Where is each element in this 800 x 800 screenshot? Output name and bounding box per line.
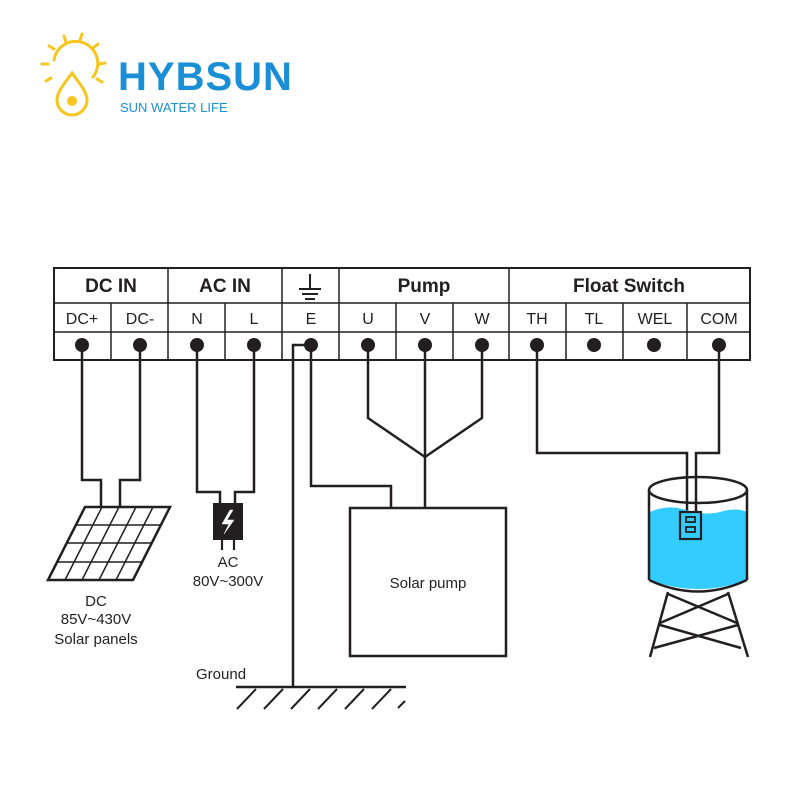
tank-tower — [648, 591, 750, 658]
solar-panel-type: DC — [85, 593, 107, 610]
wire-e-pump — [309, 345, 393, 508]
logo: HYBSUN SUN WATER LIFE — [40, 32, 293, 117]
group-label-float-switch: Float Switch — [573, 276, 685, 297]
terminal-label-wel: WEL — [638, 311, 673, 328]
solar-pump-label: Solar pump — [390, 575, 467, 592]
ground-symbol-icon — [299, 274, 321, 300]
terminal-label-th: TH — [526, 311, 547, 328]
terminal-label-dc-plus: DC+ — [66, 311, 98, 328]
terminal-label-dc-minus: DC- — [126, 311, 154, 328]
brand-name: HYBSUN — [118, 55, 293, 99]
terminal-screw-wel — [647, 338, 661, 352]
group-label-ac-in: AC IN — [199, 276, 251, 297]
solar-pump-box — [348, 506, 508, 658]
water-tank-icon — [647, 475, 750, 658]
terminal-label-l: L — [250, 311, 259, 328]
wire-ground — [291, 343, 305, 687]
terminal-block-frame — [53, 267, 751, 361]
group-label-dc-in: DC IN — [85, 276, 137, 297]
terminal-label-e: E — [306, 311, 317, 328]
wire-l — [233, 345, 256, 504]
terminal-block: DC IN AC IN Pump Float Switch DC+ DC- N … — [53, 267, 751, 361]
terminal-label-n: N — [191, 311, 203, 328]
terminal-label-com: COM — [700, 311, 737, 328]
ac-source-voltage: 80V~300V — [193, 573, 263, 590]
terminal-screw-tl — [587, 338, 601, 352]
wires — [80, 343, 721, 687]
ac-source-type: AC — [218, 554, 239, 571]
ground-label: Ground — [196, 666, 246, 683]
wire-w — [424, 345, 484, 459]
solar-panel-label: Solar panels — [54, 631, 137, 648]
terminal-label-w: W — [474, 311, 490, 328]
wire-com — [694, 345, 721, 515]
wire-th — [535, 345, 689, 515]
wire-n — [195, 345, 222, 504]
sun-drop-icon — [40, 32, 107, 117]
wire-u — [366, 345, 426, 459]
earth-ground-icon — [236, 685, 406, 710]
terminal-label-tl: TL — [585, 311, 604, 328]
wire-dc-minus — [118, 345, 142, 507]
water-fill — [650, 507, 747, 589]
solar-panel-voltage: 85V~430V — [61, 611, 131, 628]
wire-dc-plus — [80, 345, 103, 507]
ac-plug-icon — [213, 503, 243, 550]
terminal-label-v: V — [420, 311, 431, 328]
float-switch-icon — [678, 510, 703, 541]
solar-panel-icon — [45, 505, 173, 582]
group-label-pump: Pump — [398, 276, 451, 297]
terminal-label-u: U — [362, 311, 374, 328]
brand-tagline: SUN WATER LIFE — [120, 100, 228, 115]
